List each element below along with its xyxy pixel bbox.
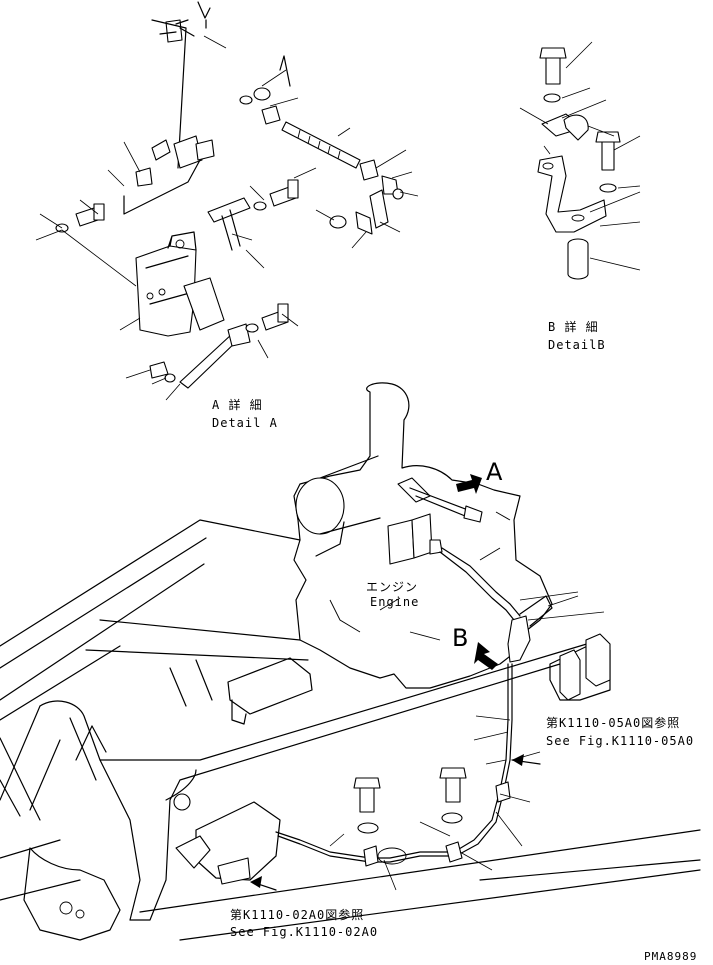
callout-arrow-a <box>456 474 482 494</box>
engine-outline <box>293 382 553 689</box>
main-bracket-assembly <box>387 477 553 663</box>
detail-a-title-en: Detail A <box>212 416 278 430</box>
reference-02a0-jp: 第K1110-02A0図参照 <box>230 908 365 922</box>
engine-label-jp: エンジン <box>366 580 419 594</box>
callout-arrow-b <box>474 642 498 670</box>
reference-05a0-en: See Fig.K1110-05A0 <box>546 734 695 748</box>
reference-arrows <box>250 754 541 891</box>
callout-label-a: A <box>486 458 503 486</box>
reference-05a0-jp: 第K1110-05A0図参照 <box>546 716 681 730</box>
detail-b-drawing <box>519 41 641 280</box>
detail-b-title-en: DetailB <box>548 338 606 352</box>
detail-a-title-jp: A 詳 細 <box>212 398 263 412</box>
control-cable-assembly <box>275 591 605 891</box>
frame-structure <box>0 519 701 941</box>
detail-a-drawing <box>35 1 419 401</box>
detail-b-title-jp: B 詳 細 <box>548 320 599 334</box>
engine-label-en: Engine <box>370 595 420 609</box>
callout-label-b: B <box>452 624 469 652</box>
drawing-id: PMA8989 <box>644 950 698 963</box>
reference-02a0-en: See Fig.K1110-02A0 <box>230 925 379 939</box>
